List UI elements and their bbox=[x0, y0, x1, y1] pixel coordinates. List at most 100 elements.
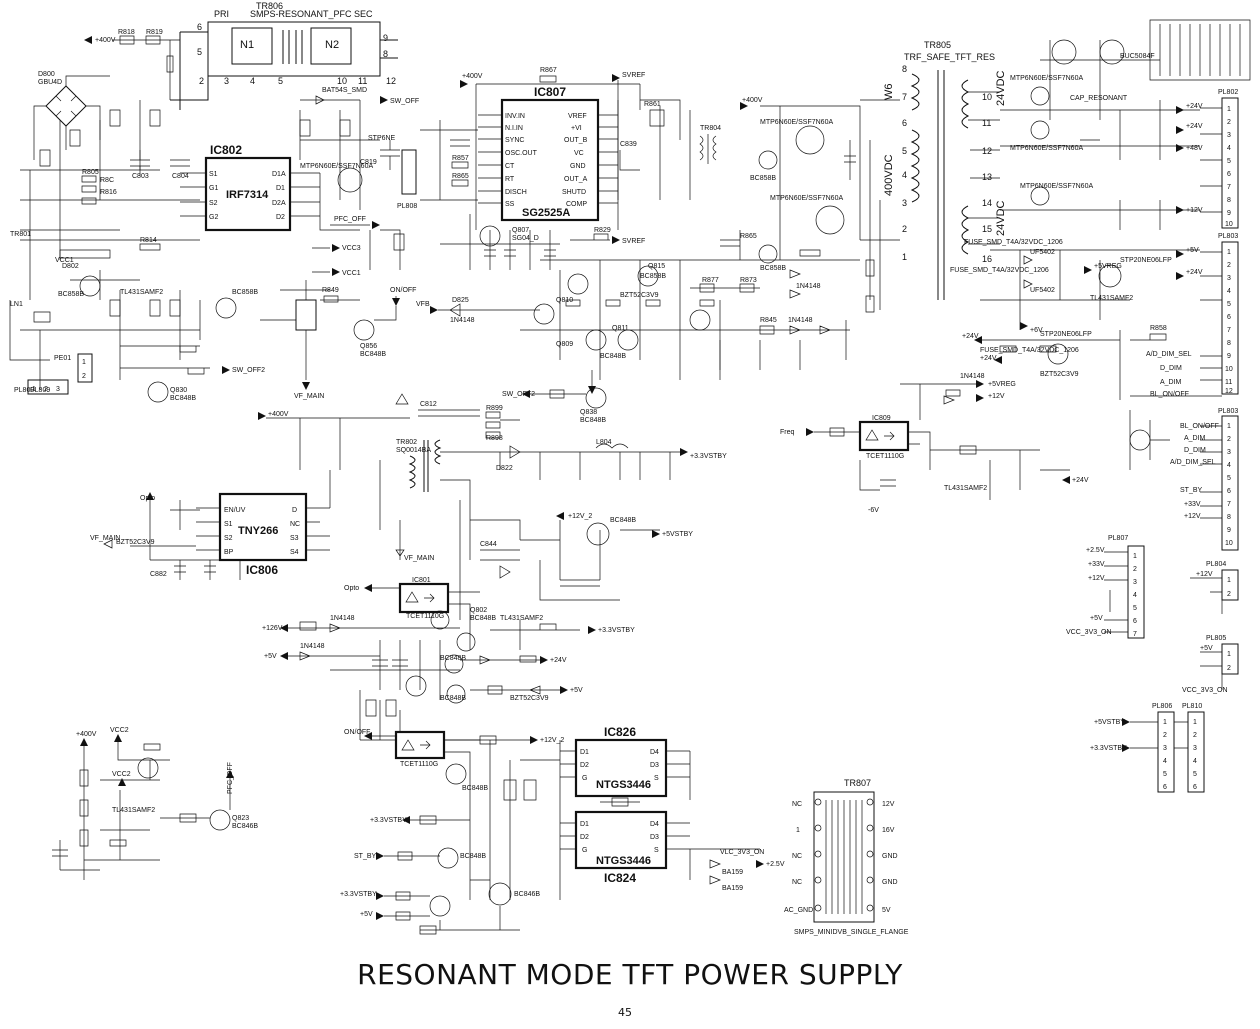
net-12v2-1: +12V_2 bbox=[568, 513, 592, 520]
r-label-2: R819 bbox=[146, 29, 163, 36]
tr807-r3: GND bbox=[882, 853, 898, 860]
ic802-part: IRF7314 bbox=[226, 189, 269, 201]
pl802-p2: 2 bbox=[1227, 119, 1231, 126]
pl803-p9: 9 bbox=[1227, 353, 1231, 360]
pl803-p5: 5 bbox=[1227, 301, 1231, 308]
bridge-ref: D800 bbox=[38, 71, 55, 78]
tr805-p3: 3 bbox=[902, 198, 907, 208]
ic802-s1: S1 bbox=[209, 171, 218, 178]
ic826-d2: D2 bbox=[580, 762, 589, 769]
svg-text:R873: R873 bbox=[740, 277, 757, 284]
pl800-pin3: 3 bbox=[56, 386, 60, 393]
svg-text:R829: R829 bbox=[594, 227, 611, 234]
ic824-d4: D4 bbox=[650, 821, 659, 828]
net-400v-stby: +400V bbox=[268, 411, 289, 418]
pl805-net2: VCC_3V3_ON bbox=[1182, 687, 1228, 694]
feedback-row: VFB D825 1N4148 Q810 Q809 Q811 Q815 BC85… bbox=[416, 259, 850, 424]
pl802-p1: 1 bbox=[1227, 106, 1231, 113]
q802-part: BC848B bbox=[470, 615, 496, 622]
pl805-ref: PL805 bbox=[1206, 635, 1226, 642]
pl806-net2: +3.3VSTBY bbox=[1090, 745, 1127, 752]
pl806-ref: PL806 bbox=[1152, 703, 1172, 710]
net-a-dim-1: A_DIM bbox=[1160, 379, 1182, 386]
tr805-s12: 12 bbox=[982, 146, 992, 156]
ic809-part: TCET1110G bbox=[866, 453, 904, 460]
tr805-s16: 16 bbox=[982, 254, 992, 264]
tl431-bl: TL431SAMF2 bbox=[112, 807, 155, 814]
q-bc848-op: BC848B bbox=[462, 785, 488, 792]
pl802-p9: 9 bbox=[1227, 210, 1231, 217]
tr806-pri: PRI bbox=[214, 9, 229, 19]
ic807-r7: SHUTD bbox=[562, 189, 586, 196]
svg-text:R877: R877 bbox=[702, 277, 719, 284]
ic806-part: TNY266 bbox=[238, 525, 278, 537]
pl807-p4: 4 bbox=[1133, 592, 1137, 599]
tr806-pin5: 5 bbox=[278, 76, 283, 86]
pl807-net3: +12V bbox=[1088, 575, 1105, 582]
net-sw-off2-mid: SW_OFF2 bbox=[502, 391, 535, 398]
bzt-lc: BZT52C3V9 bbox=[510, 695, 549, 702]
pl802: PL802 1 2 3 4 5 6 7 8 9 10 bbox=[1200, 89, 1239, 229]
tr807-l1: NC bbox=[792, 801, 802, 808]
ic826-d3: D3 bbox=[650, 762, 659, 769]
pl803-p3: 3 bbox=[1227, 275, 1231, 282]
net-svref-2: SVREF bbox=[622, 238, 645, 245]
svg-text:C839: C839 bbox=[620, 141, 637, 148]
ic809-ref: IC809 bbox=[872, 415, 891, 422]
pl806-p5: 5 bbox=[1163, 771, 1167, 778]
pl809-pl800: PL809 PL800 1 2 3 1 2 bbox=[14, 353, 93, 395]
svg-text:C812: C812 bbox=[420, 401, 437, 408]
ic802-g1: G1 bbox=[209, 185, 218, 192]
ic802-d2a: D2A bbox=[272, 200, 286, 207]
pl803b-p1: 1 bbox=[1227, 423, 1231, 430]
tr802-part: SQ0014BA bbox=[396, 447, 431, 454]
net-6v: +6V bbox=[1030, 327, 1043, 334]
stp-label-2: STP20NE06LFP bbox=[1040, 331, 1092, 338]
pl803-p11: 11 bbox=[1225, 379, 1232, 386]
svg-text:Q823: Q823 bbox=[232, 815, 249, 822]
q-bc858-hb2: BC858B bbox=[760, 265, 786, 272]
net-vcc1: VCC1 bbox=[342, 270, 361, 277]
pl807-net2: +33V bbox=[1088, 561, 1105, 568]
net-a-dim-2: A_DIM bbox=[1184, 435, 1206, 442]
svg-text:Q807: Q807 bbox=[512, 227, 529, 234]
ic802-g2: G2 bbox=[209, 214, 218, 221]
diode-1n4148-4: 1N4148 bbox=[960, 373, 985, 380]
net-svref-1: SVREF bbox=[622, 72, 645, 79]
net-st-by-1: ST_BY bbox=[1180, 487, 1203, 494]
bzt-tny: BZT52C3V9 bbox=[116, 539, 155, 546]
q-bc848-mid: BC848B bbox=[600, 353, 626, 360]
diode-1n4148-6: 1N4148 bbox=[300, 643, 325, 650]
diode-1n4148-1: 1N4148 bbox=[450, 317, 475, 324]
net-33v-1: +33V bbox=[1184, 501, 1201, 508]
tr807-l4: NC bbox=[792, 879, 802, 886]
net-24v-pl803: +24V bbox=[1186, 269, 1203, 276]
tl431-mid: TL431SAMF2 bbox=[500, 615, 543, 622]
svg-text:C819: C819 bbox=[360, 159, 377, 166]
ic806-s1: S1 bbox=[224, 521, 233, 528]
rb-label: R858 bbox=[1150, 325, 1167, 332]
q-bc858-left2: BC858B bbox=[232, 289, 258, 296]
fuse-label-1: FUSE_SMD_T4A/32VDC_1206 bbox=[964, 239, 1063, 246]
svg-text:R805: R805 bbox=[82, 169, 99, 176]
pl803b-p7: 7 bbox=[1227, 501, 1231, 508]
pl810-ref: PL810 bbox=[1182, 703, 1202, 710]
pl802-p5: 5 bbox=[1227, 158, 1231, 165]
pl802-ref: PL802 bbox=[1218, 89, 1238, 96]
tr806-n1: N1 bbox=[240, 39, 254, 51]
svg-text:R845: R845 bbox=[760, 317, 777, 324]
svg-text:TR801: TR801 bbox=[10, 231, 31, 238]
pl806-p4: 4 bbox=[1163, 758, 1167, 765]
net-5vstby-1: +5VSTBY bbox=[662, 531, 693, 538]
net-24v-r2: +24V bbox=[980, 355, 997, 362]
ic824-s: S bbox=[654, 847, 659, 854]
pl810-p3: 3 bbox=[1193, 745, 1197, 752]
tr806-pin10: 10 bbox=[337, 76, 347, 86]
q823-part: BC846B bbox=[232, 823, 258, 830]
net-24v-lc: +24V bbox=[550, 657, 567, 664]
pl807-p6: 6 bbox=[1133, 618, 1137, 625]
net-d-dim-1: D_DIM bbox=[1160, 365, 1182, 372]
net-onoff-2: ON/OFF bbox=[344, 729, 370, 736]
net-48v: +48V bbox=[1186, 145, 1203, 152]
